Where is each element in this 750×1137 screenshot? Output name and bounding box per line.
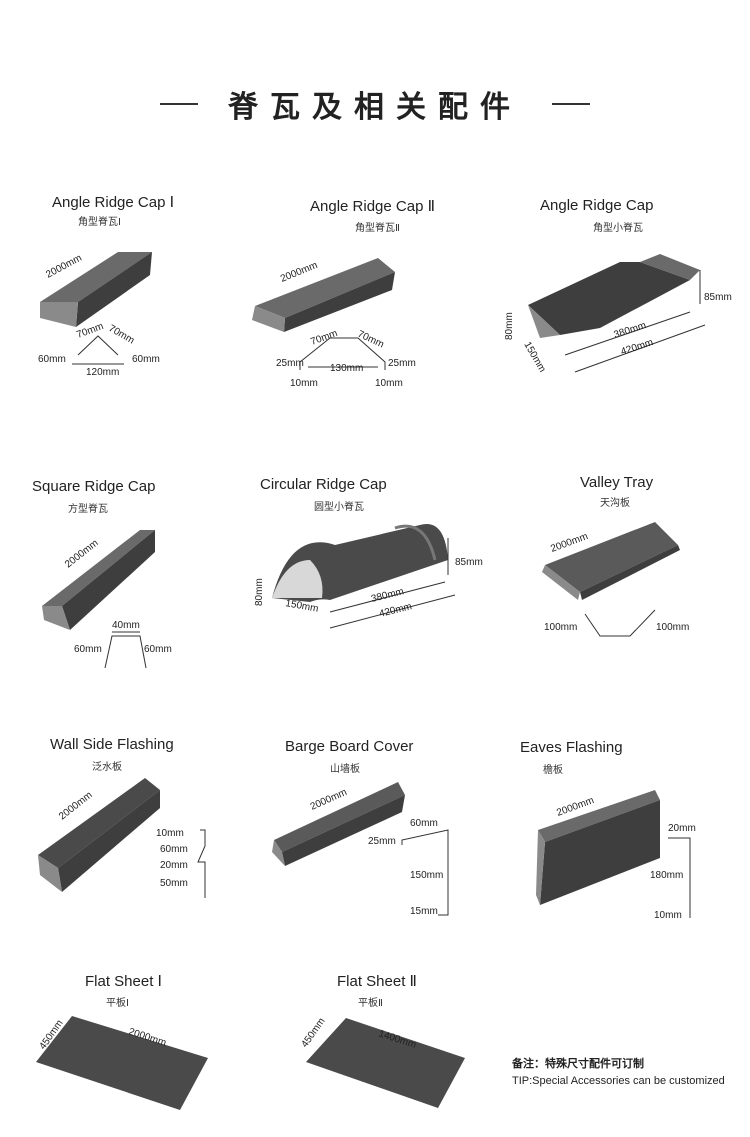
dim-base-height: 80mm (504, 312, 515, 340)
dim-top: 60mm (410, 818, 438, 829)
item-subtitle: 角型脊瓦Ⅱ (355, 223, 400, 234)
item-title: Flat Sheet Ⅱ (337, 973, 417, 990)
page-title: 脊瓦及相关配件 (228, 90, 522, 125)
item-title: Angle Ridge Cap Ⅰ (52, 194, 174, 211)
note-chinese: 备注：特殊尺寸配件可订制 (512, 1057, 644, 1070)
item-subtitle: 檐板 (543, 765, 563, 776)
dim-width-a: 100mm (544, 622, 577, 633)
dim-width: 120mm (86, 367, 119, 378)
item-subtitle: 天沟板 (600, 498, 630, 509)
dim-base-height: 80mm (254, 578, 265, 606)
dim-height-a: 60mm (74, 644, 102, 655)
item-title: Square Ridge Cap (32, 478, 156, 495)
item-subtitle: 角型小脊瓦 (593, 223, 643, 234)
item-title: Circular Ridge Cap (260, 476, 387, 493)
title-rule-right (552, 103, 590, 105)
item-subtitle: 圆型小脊瓦 (314, 502, 364, 513)
dim-return: 15mm (410, 906, 438, 917)
item-title: Wall Side Flashing (50, 736, 174, 753)
dim-flange: 50mm (160, 878, 188, 889)
dim-lip-a: 10mm (290, 378, 318, 389)
item-title: Valley Tray (580, 474, 654, 491)
item-title: Angle Ridge Cap (540, 197, 654, 214)
item-subtitle: 泛水板 (92, 762, 122, 773)
dim-height: 85mm (455, 557, 483, 568)
item-subtitle: 平板Ⅰ (106, 998, 129, 1009)
dim-top: 20mm (668, 823, 696, 834)
item-title: Flat Sheet Ⅰ (85, 973, 162, 990)
item-subtitle: 山墙板 (330, 764, 360, 775)
dim-lip-b: 10mm (375, 378, 403, 389)
item-subtitle: 方型脊瓦 (68, 504, 108, 515)
item-title: Barge Board Cover (285, 738, 414, 755)
dim-step: 20mm (160, 860, 188, 871)
dim-face: 180mm (650, 870, 683, 881)
item-subtitle: 平板Ⅱ (358, 998, 383, 1009)
item-title: Eaves Flashing (520, 739, 623, 756)
dim-upstand: 60mm (160, 844, 188, 855)
dim-lip: 10mm (156, 828, 184, 839)
dim-flange-b: 25mm (388, 358, 416, 369)
dim-top-width: 40mm (112, 620, 140, 631)
item-subtitle: 角型脊瓦Ⅰ (78, 217, 121, 228)
dim-height-b: 60mm (144, 644, 172, 655)
dim-flange-a: 25mm (276, 358, 304, 369)
dim-lip: 25mm (368, 836, 396, 847)
dim-return: 10mm (654, 910, 682, 921)
dim-width: 130mm (330, 363, 363, 374)
dim-height-b: 60mm (132, 354, 160, 365)
dim-width-b: 100mm (656, 622, 689, 633)
item-title: Angle Ridge Cap Ⅱ (310, 198, 435, 215)
title-rule-left (160, 103, 198, 105)
note-english: TIP:Special Accessories can be customize… (512, 1075, 725, 1087)
dim-face: 150mm (410, 870, 443, 881)
dim-height: 85mm (704, 292, 732, 303)
dim-height-a: 60mm (38, 354, 66, 365)
